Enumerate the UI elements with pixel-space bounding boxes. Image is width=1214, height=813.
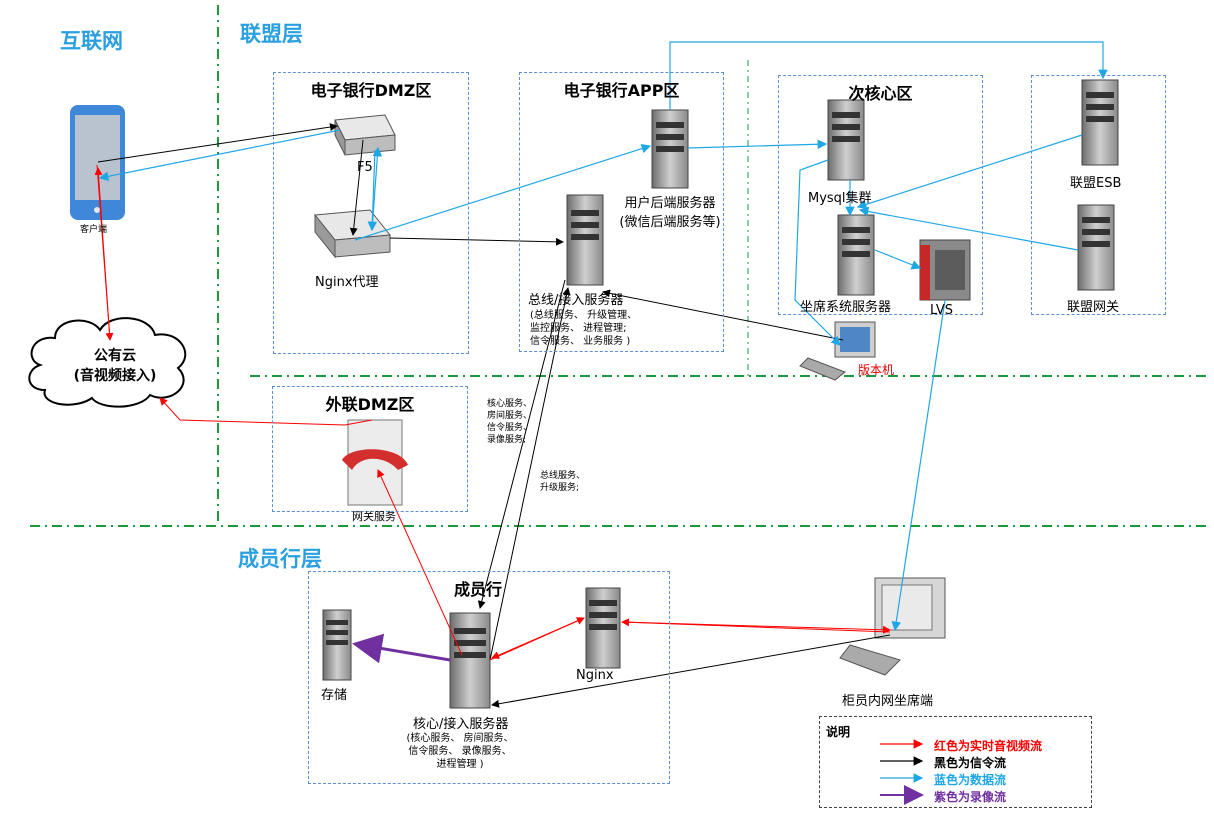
core-server-desc-line: (核心服务、 房间服务、 [406, 733, 514, 744]
seat-server-label: 坐席系统服务器 [800, 300, 892, 315]
zone-member-bank: 成员行 [308, 571, 670, 784]
bus-server-desc-line: 信令服务、 业务服务 ) [530, 336, 631, 347]
version-pc-label: 版本机 [858, 363, 895, 377]
phone-icon [70, 105, 125, 220]
esb-label: 联盟ESB [1070, 176, 1122, 191]
legend-title: 说明 [826, 725, 851, 739]
nginx-proxy-icon [314, 209, 391, 259]
core-server-desc: (核心服务、 房间服务、 信令服务、 录像服务、 进程管理 ) [395, 732, 525, 771]
bus-services-annotation: 总线服务、 升级服务; [540, 470, 585, 494]
gateway-label: 联盟网关 [1067, 300, 1120, 315]
core-server-label: 核心/接入服务器 [413, 717, 509, 732]
lvs-icon [919, 239, 971, 301]
core-server-desc-line: 信令服务、 录像服务、 [408, 746, 512, 757]
legend-item-black: 黑色为信令流 [934, 756, 1007, 770]
nginx-proxy-label: Nginx代理 [315, 275, 379, 290]
zone-dmz-title: 电子银行DMZ区 [310, 81, 432, 100]
zone-app: 电子银行APP区 [519, 72, 724, 352]
zone-member-bank-title: 成员行 [454, 580, 503, 599]
zone-external-dmz: 外联DMZ区 [272, 386, 468, 512]
bus-server-desc-line: 监控服务、 进程管理; [530, 323, 627, 334]
core-services-line: 核心服务、 [487, 399, 533, 409]
layer-alliance-title: 联盟层 [240, 22, 303, 46]
f5-label: F5 [357, 160, 373, 175]
core-services-line: 录像服务; [487, 435, 527, 445]
lvs-label: LVS [930, 303, 953, 318]
legend-item-purple: 紫色为录像流 [934, 790, 1007, 804]
zone-external-dmz-title: 外联DMZ区 [325, 395, 415, 414]
gateway-service-label: 网关服务 [352, 510, 396, 523]
zone-app-title: 电子银行APP区 [563, 81, 680, 100]
f5-router-icon [334, 114, 396, 156]
user-backend-name: 用户后端服务器 [624, 196, 716, 211]
cloud-label-line: 公有云 [94, 348, 136, 364]
gateway-service-icon [342, 419, 408, 506]
legend-item-blue: 蓝色为数据流 [934, 773, 1007, 787]
bus-server-desc: (总线服务、 升级管理、 监控服务、 进程管理; 信令服务、 业务服务 ) [530, 309, 637, 348]
teller-seat-computer-icon [839, 577, 946, 676]
legend: 说明 [819, 716, 1092, 808]
core-services-annotation: 核心服务、 房间服务、 信令服务、 录像服务; [487, 398, 532, 446]
zone-subcore-title: 次核心区 [848, 84, 913, 103]
core-services-line: 信令服务、 [487, 423, 533, 433]
zone-dmz: 电子银行DMZ区 [273, 72, 469, 354]
user-backend-sub: (微信后端服务等) [619, 215, 721, 230]
teller-seat-label: 柜员内网坐席端 [842, 694, 934, 709]
cloud-icon [28, 317, 187, 408]
mysql-label: Mysql集群 [808, 191, 872, 206]
bus-server-label: 总线/接入服务器 [528, 293, 624, 308]
legend-item-red: 红色为实时音视频流 [934, 739, 1043, 753]
bus-services-line: 总线服务、 [540, 471, 586, 481]
user-backend-label: 用户后端服务器 (微信后端服务等) [600, 192, 740, 230]
bus-server-desc-line: (总线服务、 升级管理、 [530, 310, 638, 321]
layer-internet-title: 互联网 [60, 29, 123, 53]
layer-member-title: 成员行层 [238, 547, 322, 571]
nginx-label: Nginx [576, 668, 614, 683]
zone-subcore: 次核心区 [778, 75, 983, 315]
storage-label: 存储 [321, 688, 348, 703]
zone-alliance-right [1031, 75, 1166, 315]
cloud-label: 公有云 (音视频接入) [55, 345, 175, 385]
bus-services-line: 升级服务; [540, 483, 580, 493]
core-services-line: 房间服务、 [487, 411, 533, 421]
cloud-label-line: (音视频接入) [73, 368, 157, 384]
core-server-desc-line: 进程管理 ) [436, 759, 484, 770]
client-label: 客户端 [80, 225, 108, 235]
